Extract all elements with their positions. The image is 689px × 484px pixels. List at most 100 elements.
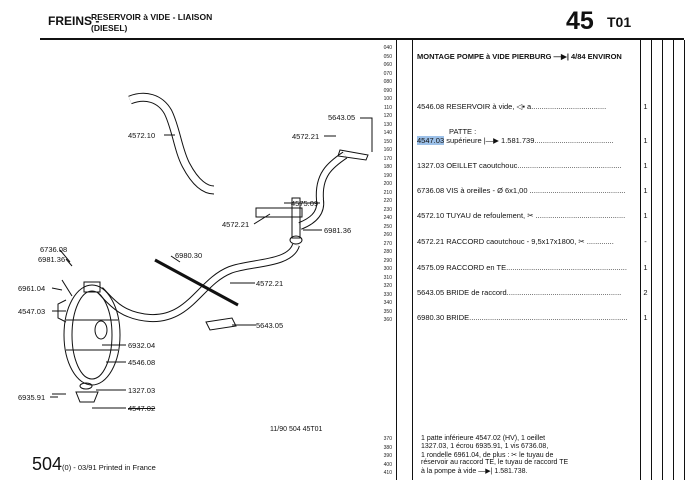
ruler-number: 220 [383,198,392,204]
ruler-number: 320 [383,283,392,289]
part-desc: PATTE : [449,127,477,136]
qty-divider-5 [684,40,685,480]
footnote-line: 1 patte inférieure 4547.02 (HV), 1 oeill… [421,435,546,442]
callout-4575-09: 4575.09 [291,199,319,208]
callout-6980-30: 6980.30 [175,251,203,260]
parts-row: PATTE : [449,127,673,136]
footnote-line: réservoir au raccord TE, le tuyau de rac… [421,459,569,466]
parts-row: 4572.21 RACCORD caoutchouc - 9,5x17x1800… [417,237,641,246]
ruler-number: 060 [383,62,392,68]
ruler-number: 040 [383,45,392,51]
qty-divider-1 [640,40,641,480]
ruler-number: 110 [384,104,392,111]
ruler-number: 090 [383,87,392,94]
callout-6935-91: 6935.91 [18,393,46,402]
part-ref: 4572.10 [417,211,445,220]
part-qty: 2 [643,288,648,297]
parts-row: 1327.03 OEILLET caoutchouc..............… [417,161,641,170]
callout-4547-02: 4547.02 [128,404,156,413]
part-desc: VIS à oreilles - Ø 6x1,00 ..............… [446,186,626,195]
ruler-number: 410 [383,470,392,476]
callout-6961-04: 6961.04 [18,284,46,293]
footnote-line: à la pompe à vide —▶| 1.581.738. [421,468,528,475]
ruler-divider [396,40,397,480]
part-desc: RACCORD en TE...........................… [446,263,627,272]
part-qty: 1 [643,211,648,220]
ruler-number: 150 [383,138,392,145]
qty-divider-4 [673,40,674,480]
part-desc: BRIDE...................................… [446,313,628,322]
part-ref: 4546.08 [417,102,445,111]
ruler-number: 370 [383,436,392,442]
ruler-number: 240 [383,215,392,221]
part-desc: OEILLET caoutchouc......................… [446,161,622,170]
callout-6736-08: 6736.08 [40,245,68,254]
part-qty: - [644,237,647,246]
ruler-number: 130 [383,121,392,128]
footnote-line: 1 rondelle 6961.04, de plus : ✂ le tuyau… [421,452,554,459]
page-number: 45 [566,7,594,35]
part-desc: RESERVOIR à vide, ◁▪ a..................… [446,102,607,111]
ruler-number: 140 [383,130,392,136]
ruler-number: 210 [383,189,392,196]
qty-divider-3 [662,40,663,480]
ruler-number: 250 [383,223,392,230]
part-qty: 1 [643,186,648,195]
part-ref-highlighted: 4547.03 [417,136,445,145]
callout-6981-36-right: 6981.36 [324,226,352,235]
date-code: 11/90 504 45T01 [270,426,323,433]
part-desc: BRIDE de raccord........................… [446,288,622,297]
subtitle-line1: RESERVOIR à VIDE - LIAISON [91,12,213,22]
ruler-number: 260 [383,232,392,238]
ruler-number: 350 [383,308,392,315]
ruler-number: 050 [383,53,392,60]
ruler-number: 380 [383,444,392,451]
header-rule [40,38,684,40]
ruler-number: 120 [383,113,392,119]
ruler-number: 290 [383,257,392,264]
part-ref: 6980.30 [417,313,445,322]
ruler-number: 270 [383,240,392,247]
ruler-number: 070 [383,70,392,77]
model-suffix: (0) - 03/91 Printed in France [62,463,156,472]
page-code: T01 [607,14,632,30]
section-title: FREINS - [48,14,100,28]
ref-divider [412,40,413,480]
qty-divider-2 [651,40,652,480]
parts-row: 5643.05 BRIDE de raccord................… [417,288,641,297]
part-ref: 4572.21 [417,237,445,246]
part-qty: 1 [643,263,648,272]
part-ref: 1327.03 [417,161,445,170]
ruler-number: 160 [383,147,392,153]
callout-4572-21-mid: 4572.21 [256,279,284,288]
ruler-number: 400 [383,461,392,468]
ruler-number: 100 [383,96,392,102]
ruler-number: 180 [383,164,392,170]
footnote-line: 1327.03, 1 écrou 6935.91, 1 vis 6736.08, [421,443,549,450]
part-qty: 1 [643,161,648,170]
ruler-number: 190 [383,172,392,179]
parts-row: 6980.30 BRIDE...........................… [417,313,641,322]
callout-6932-04: 6932.04 [128,341,156,350]
part-qty: 1 [643,102,648,111]
ruler-number: 360 [383,317,392,323]
part-qty: 1 [643,313,648,322]
callout-6981-36-left: 6981.36 [38,255,66,264]
part-ref: 5643.05 [417,288,445,297]
ruler-number: 330 [383,291,392,298]
part-qty: 1 [643,136,648,145]
ruler-number: 340 [383,300,392,306]
parts-row: 4575.09 RACCORD en TE...................… [417,263,641,272]
part-ref: 6736.08 [417,186,445,195]
parts-heading: MONTAGE POMPE à VIDE PIERBURG —▶| 4/84 E… [417,52,622,61]
ruler-number: 300 [383,266,392,272]
callout-5643-05-top: 5643.05 [328,113,356,122]
parts-row: 6736.08 VIS à oreilles - Ø 6x1,00 ......… [417,186,641,195]
callout-5643-05-bottom: 5643.05 [256,321,284,330]
callout-4572-21-top: 4572.21 [292,132,320,141]
model-stamp: 504(0) - 03/91 Printed in France [32,454,156,475]
ruler-number: 170 [383,155,392,162]
part-desc: RACCORD caoutchouc - 9,5x17x1800, ✂ ....… [446,237,614,246]
parts-row: 4572.10 TUYAU de refoulement, ✂ ........… [417,211,641,220]
